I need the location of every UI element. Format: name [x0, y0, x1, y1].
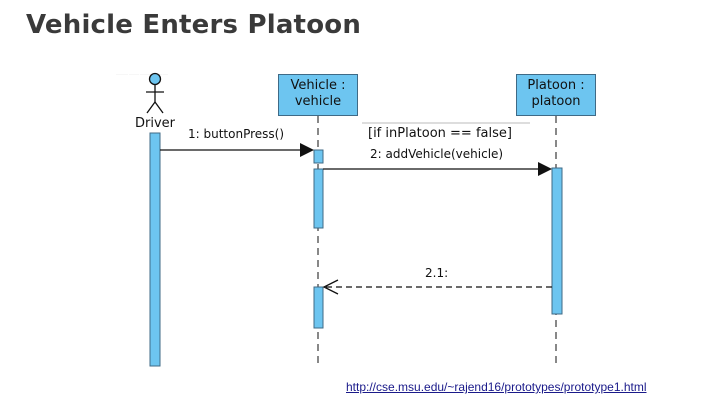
lifeline-head-platoon: Platoon : platoon: [516, 74, 596, 116]
actor-label-driver: Driver: [135, 116, 176, 131]
lifeline-platoon-line1: Platoon :: [527, 78, 585, 93]
activation-driver: [149, 132, 161, 367]
stick-figure-icon: [146, 72, 164, 114]
lifeline-vehicle-line2: vehicle: [294, 94, 342, 109]
message-2-arrowhead: [538, 162, 552, 176]
lifeline-platoon-line2: platoon: [531, 94, 581, 109]
activation-vehicle-2: [313, 168, 324, 229]
activation-platoon: [551, 167, 563, 315]
message-1-label: 1: buttonPress(): [188, 127, 285, 141]
lifeline-vehicle-line1: Vehicle :: [290, 78, 346, 93]
activation-vehicle-1: [313, 149, 324, 164]
source-url-link[interactable]: http://cse.msu.edu/~rajend16/prototypes/…: [346, 380, 647, 394]
slide-title: Vehicle Enters Platoon: [26, 10, 362, 40]
lifeline-head-vehicle: Vehicle : vehicle: [278, 74, 358, 116]
activation-vehicle-3: [313, 286, 324, 329]
message-1-arrowhead: [300, 143, 314, 157]
tiny-note: ············ ·········· ············ ···…: [116, 72, 169, 76]
message-2-label: 2: addVehicle(vehicle): [370, 147, 504, 161]
message-21-label: 2.1:: [425, 266, 449, 280]
message-21-arrowhead: [322, 279, 339, 295]
message-2-guard: [if inPlatoon == false]: [368, 126, 512, 141]
